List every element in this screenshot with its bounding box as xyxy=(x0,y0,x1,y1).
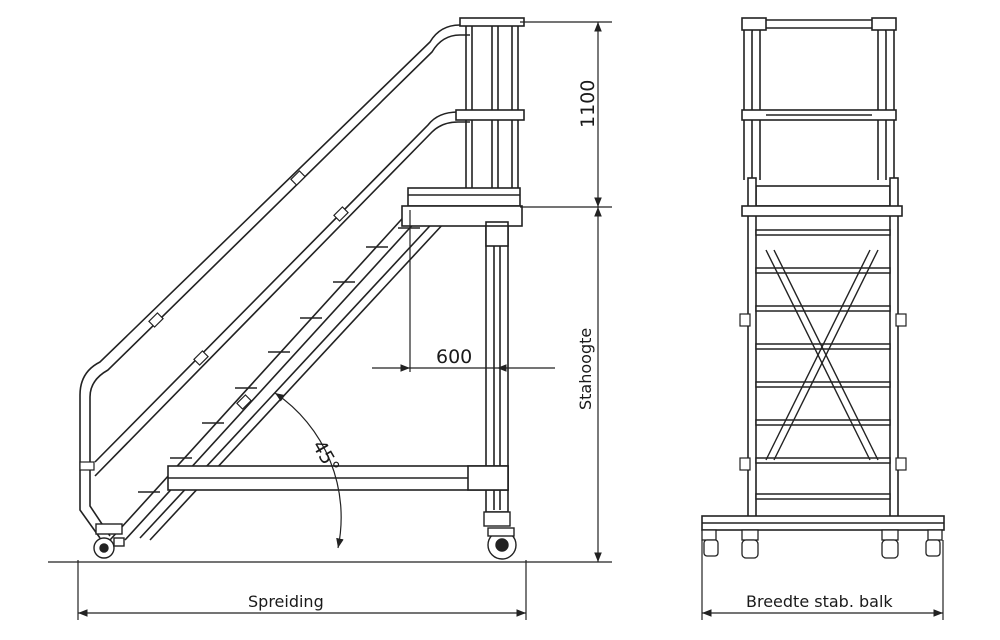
front-brackets xyxy=(739,313,907,471)
platform xyxy=(401,187,523,227)
width-dimension xyxy=(701,540,944,620)
front-handrail xyxy=(741,17,897,180)
front-casters xyxy=(701,529,943,559)
outer-handrail xyxy=(79,24,470,539)
front-steps xyxy=(755,229,891,500)
stabilizer-bar xyxy=(701,515,945,531)
cross-brace xyxy=(765,249,879,461)
spread-label: Spreiding xyxy=(248,592,324,611)
spread-dimension xyxy=(77,560,527,620)
standing-height-label: Stahoogte xyxy=(576,328,595,410)
caster-front xyxy=(93,523,125,559)
depth-label: 600 xyxy=(436,346,472,368)
width-label: Breedte stab. balk xyxy=(746,592,893,611)
height-dimension xyxy=(520,21,612,563)
front-view: Breedte stab. balk xyxy=(701,17,945,620)
depth-dimension xyxy=(372,210,555,372)
caster-rear xyxy=(483,511,517,560)
side-view: 45° 600 Spreiding 1100 Stahoogte xyxy=(48,17,612,620)
angle-arc xyxy=(274,392,344,549)
inner-handrail xyxy=(94,111,470,477)
handrail-brackets xyxy=(79,170,349,471)
stair-steps xyxy=(138,227,420,493)
handrail-height-label: 1100 xyxy=(577,80,599,128)
